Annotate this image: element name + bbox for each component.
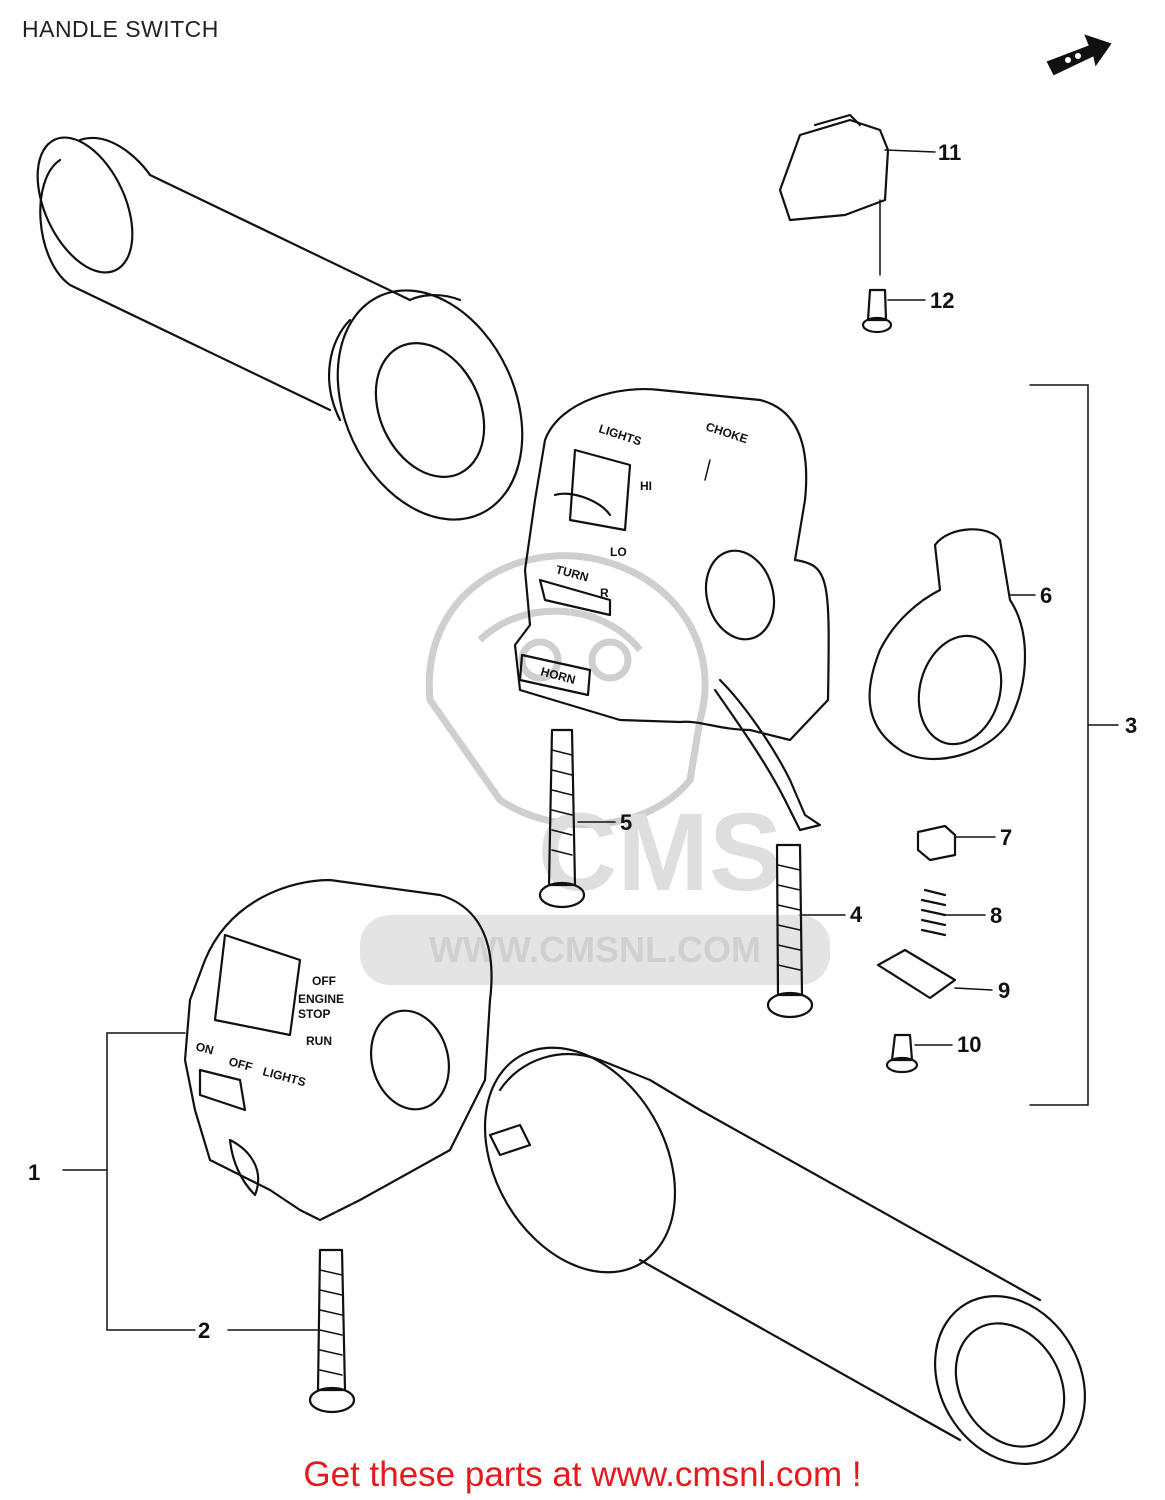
switch-label-engine: ENGINE — [298, 992, 344, 1006]
callout-9: 9 — [998, 978, 1010, 1003]
callout-4: 4 — [850, 902, 863, 927]
switch-label-off-1: OFF — [312, 974, 336, 988]
screw-5 — [538, 728, 586, 909]
callout-7: 7 — [1000, 825, 1012, 850]
front-arrow-icon — [1046, 34, 1112, 76]
callout-10: 10 — [957, 1032, 981, 1057]
callout-8: 8 — [990, 903, 1002, 928]
switch-label-horn: HORN — [539, 664, 577, 687]
part-7-knob — [916, 824, 957, 862]
callout-2: 2 — [198, 1318, 210, 1343]
part-10-screw — [885, 1033, 919, 1074]
watermark: WWW.CMSNL.COM CMS — [360, 552, 830, 985]
throttle-grip — [483, 1046, 1087, 1465]
leader-lines — [62, 149, 1119, 1331]
switch-label-stop: STOP — [298, 1007, 330, 1021]
switch-label-turn: TURN — [554, 562, 590, 584]
callouts: 1 2 3 4 5 6 7 8 9 10 11 12 — [28, 140, 1137, 1343]
footer-promo-text[interactable]: Get these parts at www.cmsnl.com ! — [303, 1455, 862, 1494]
watermark-logo: CMS — [538, 791, 782, 914]
switch-label-on: ON — [194, 1039, 215, 1057]
switch-label-hi: HI — [640, 479, 652, 493]
switch-label-choke: CHOKE — [704, 420, 750, 447]
screw-4 — [766, 843, 814, 1019]
callout-1: 1 — [28, 1160, 40, 1185]
callout-5: 5 — [620, 810, 632, 835]
switch-label-lo: LO — [610, 545, 627, 559]
switch-label-r: R — [600, 586, 609, 600]
callout-12: 12 — [930, 288, 954, 313]
part-11-switch — [778, 113, 890, 222]
callout-6: 6 — [1040, 583, 1052, 608]
part-12-screw — [861, 288, 893, 334]
screw-2 — [308, 1248, 356, 1414]
diagram-title: HANDLE SWITCH — [22, 16, 219, 42]
switch-label-lights: LIGHTS — [597, 422, 643, 449]
callout-3: 3 — [1125, 713, 1137, 738]
switch-label-off-2: OFF — [227, 1054, 254, 1074]
watermark-url: WWW.CMSNL.COM — [429, 929, 761, 970]
switch-label-lights-2: LIGHTS — [261, 1064, 307, 1089]
part-9-plate — [876, 948, 957, 1000]
callout-11: 11 — [938, 140, 961, 165]
right-switch-housing: LIGHTS CHOKE HI LO TURN R HORN — [513, 388, 830, 832]
left-grip — [36, 136, 524, 521]
part-8-spring — [920, 888, 947, 937]
switch-label-run: RUN — [306, 1034, 332, 1048]
choke-lever — [868, 528, 1027, 760]
